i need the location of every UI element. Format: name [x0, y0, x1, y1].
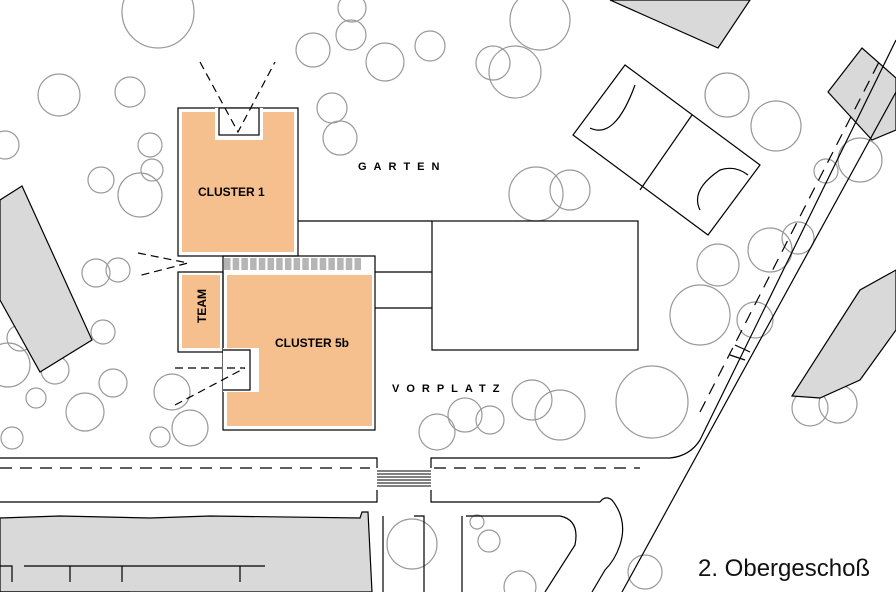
tree — [153, 373, 191, 411]
tree — [37, 73, 81, 117]
stair-tread — [319, 258, 327, 270]
stair-tread — [337, 258, 344, 270]
stair-tread — [232, 258, 240, 270]
stair-tread — [293, 258, 301, 270]
stair-tread — [276, 258, 283, 270]
label-forecourt: VORPLATZ — [392, 383, 506, 395]
tree — [750, 100, 802, 152]
tree — [704, 72, 750, 118]
tree — [813, 158, 839, 184]
tree — [0, 130, 20, 160]
building-east — [790, 269, 896, 399]
tree — [25, 387, 47, 409]
tree — [137, 132, 163, 158]
tree — [477, 529, 501, 553]
tree — [469, 514, 485, 530]
stair-tread — [328, 258, 335, 270]
building-north — [609, 0, 751, 49]
tree — [365, 42, 405, 82]
school-building: CLUSTER 1 CLUSTER 5b TEAM — [137, 61, 639, 431]
room-team — [182, 275, 220, 348]
label-garden: GARTEN — [358, 161, 446, 173]
tree — [335, 19, 367, 51]
building-west — [0, 185, 93, 373]
tree — [149, 426, 171, 448]
tree — [669, 284, 731, 346]
tree — [87, 166, 115, 194]
streets — [0, 39, 896, 592]
stair-tread — [345, 258, 353, 270]
tree — [488, 45, 542, 99]
tree — [475, 405, 505, 435]
tree — [171, 409, 209, 447]
stair-tread — [267, 258, 274, 270]
tree — [627, 554, 663, 590]
tree — [511, 379, 553, 421]
stair-tread — [224, 258, 231, 270]
stair-tread — [354, 258, 361, 270]
tree — [140, 158, 164, 182]
floor-label: 2. Obergeschoß — [698, 555, 870, 582]
stair-tread — [258, 258, 266, 270]
stair-tread — [250, 258, 257, 270]
tree — [337, 0, 367, 23]
crosswalk — [377, 470, 431, 487]
building-south — [0, 511, 373, 592]
tree — [114, 76, 146, 108]
tree — [549, 169, 591, 211]
label-cluster-1: CLUSTER 1 — [198, 185, 265, 199]
sports-court — [572, 64, 761, 236]
tree — [696, 243, 740, 287]
stair-tread — [284, 258, 292, 270]
tree — [503, 570, 537, 592]
tree — [615, 365, 689, 439]
tree — [0, 426, 24, 450]
stair-tread — [241, 258, 248, 270]
stair-tread — [311, 258, 318, 270]
tree — [475, 45, 511, 81]
tree — [386, 518, 438, 570]
tree — [837, 137, 883, 183]
tree — [98, 368, 128, 398]
tree — [295, 32, 331, 68]
tree — [508, 166, 564, 222]
tree — [65, 392, 105, 432]
tree — [322, 120, 358, 156]
label-cluster-5b: CLUSTER 5b — [275, 336, 349, 350]
tree — [105, 257, 131, 283]
tree — [316, 92, 348, 124]
building-northeast — [827, 47, 896, 141]
tree — [736, 301, 774, 339]
tree — [414, 30, 446, 62]
stair-treads — [224, 258, 361, 270]
tree — [418, 413, 456, 451]
tree — [447, 397, 483, 433]
tree — [121, 0, 195, 49]
tree — [509, 0, 571, 51]
tree — [81, 258, 111, 288]
tree — [117, 172, 163, 218]
label-team: TEAM — [195, 289, 209, 323]
tree — [90, 319, 116, 345]
stair-tread — [302, 258, 309, 270]
tree — [534, 389, 586, 441]
tree — [781, 221, 815, 255]
tree — [747, 227, 793, 273]
